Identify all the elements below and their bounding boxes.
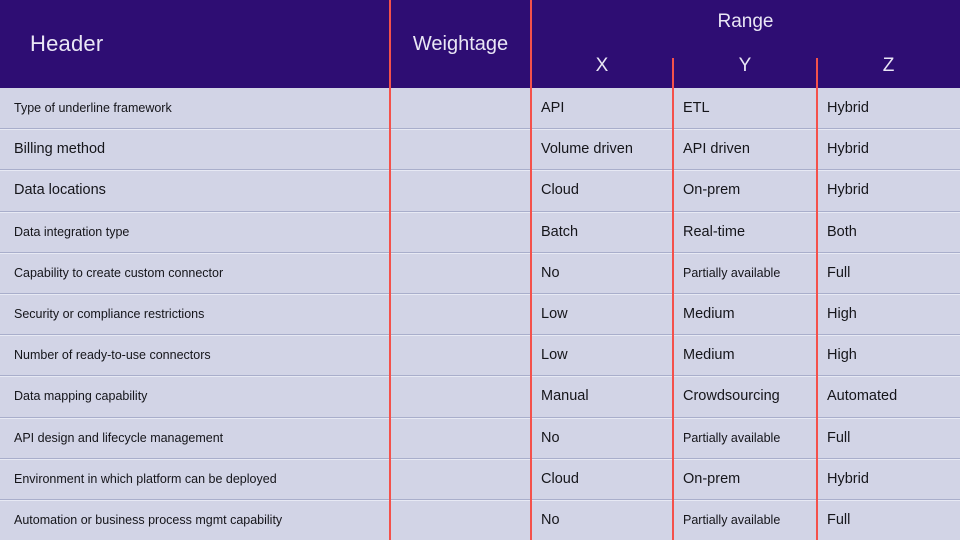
- weightage-cell: [390, 294, 531, 334]
- range-y-cell: Partially available: [683, 430, 781, 445]
- weightage-cell: [390, 418, 531, 458]
- range-z-cell: Hybrid: [827, 182, 869, 199]
- range-z-cell: Full: [827, 429, 851, 446]
- table-row: Billing method Volume driven API driven …: [0, 128, 960, 169]
- range-z-cell: High: [827, 347, 857, 364]
- range-y-cell: Medium: [683, 306, 735, 323]
- range-z-cell: High: [827, 306, 857, 323]
- weightage-col-label: Weightage: [412, 32, 509, 55]
- table-row: Data locations Cloud On-prem Hybrid: [0, 169, 960, 210]
- range-x-cell: Cloud: [541, 470, 579, 487]
- subcol-x-label: X: [595, 55, 609, 76]
- table-body: Type of underline framework API ETL Hybr…: [0, 88, 960, 540]
- range-y-cell: On-prem: [683, 470, 741, 487]
- table-header-row: Header Weightage Range X Y Z: [0, 0, 960, 88]
- weightage-cell: [390, 459, 531, 499]
- range-group-title: Range: [717, 11, 774, 32]
- range-subheader-row: X Y Z: [531, 44, 960, 88]
- range-y-cell: Partially available: [683, 512, 781, 527]
- weightage-cell: [390, 500, 531, 540]
- table-row: Number of ready-to-use connectors Low Me…: [0, 334, 960, 375]
- table-row: Capability to create custom connector No…: [0, 251, 960, 293]
- range-y-cell: On-prem: [683, 182, 741, 199]
- header-col-title: Header: [0, 0, 390, 88]
- criterion-label-cell: Type of underline framework: [14, 101, 172, 116]
- range-col-group: Range X Y Z: [531, 0, 960, 88]
- table-row: Environment in which platform can be dep…: [0, 457, 960, 499]
- range-x-cell: No: [541, 264, 560, 281]
- weightage-cell: [390, 212, 531, 252]
- column-divider-weightage: [389, 0, 391, 540]
- range-z-cell: Full: [827, 264, 851, 281]
- subcol-y-label: Y: [738, 55, 752, 76]
- criterion-label-cell: API design and lifecycle management: [14, 430, 224, 445]
- criterion-label-cell: Data mapping capability: [14, 389, 148, 404]
- range-y-cell: ETL: [683, 100, 710, 117]
- range-x-cell: Cloud: [541, 182, 579, 199]
- header-col-label: Header: [30, 31, 104, 56]
- range-z-cell: Hybrid: [827, 470, 869, 487]
- criterion-label-cell: Data integration type: [14, 224, 130, 239]
- criterion-label-cell: Billing method: [14, 141, 106, 158]
- weightage-cell: [390, 335, 531, 375]
- weightage-cell: [390, 376, 531, 416]
- weightage-cell: [390, 129, 531, 169]
- weightage-cell: [390, 253, 531, 293]
- range-z-cell: Full: [827, 511, 851, 528]
- criterion-label-cell: Capability to create custom connector: [14, 265, 224, 280]
- range-x-cell: No: [541, 429, 560, 446]
- range-x-cell: API: [541, 100, 565, 117]
- criterion-label-cell: Automation or business process mgmt capa…: [14, 512, 283, 527]
- table-row: Security or compliance restrictions Low …: [0, 292, 960, 334]
- range-z-cell: Hybrid: [827, 100, 869, 117]
- range-z-cell: Automated: [827, 388, 898, 405]
- range-z-cell: Both: [827, 223, 857, 240]
- table-row: Data integration type Batch Real-time Bo…: [0, 210, 960, 252]
- table-row: Type of underline framework API ETL Hybr…: [0, 88, 960, 128]
- criterion-label-cell: Security or compliance restrictions: [14, 307, 205, 322]
- table-row: Automation or business process mgmt capa…: [0, 498, 960, 540]
- range-y-cell: Partially available: [683, 265, 781, 280]
- range-x-cell: No: [541, 511, 560, 528]
- column-divider-y: [672, 58, 674, 540]
- range-y-cell: API driven: [683, 141, 750, 158]
- column-divider-x: [530, 0, 532, 540]
- range-x-cell: Low: [541, 306, 568, 323]
- criterion-label-cell: Data locations: [14, 182, 106, 199]
- criterion-label-cell: Number of ready-to-use connectors: [14, 348, 211, 363]
- range-y-cell: Real-time: [683, 223, 746, 240]
- weightage-col-title: Weightage: [390, 0, 531, 88]
- range-z-cell: Hybrid: [827, 141, 869, 158]
- range-x-cell: Batch: [541, 223, 579, 240]
- table-row: Data mapping capability Manual Crowdsour…: [0, 375, 960, 416]
- range-x-cell: Low: [541, 347, 568, 364]
- column-divider-z: [816, 58, 818, 540]
- weightage-cell: [390, 170, 531, 210]
- range-x-cell: Manual: [541, 388, 589, 405]
- criterion-label-cell: Environment in which platform can be dep…: [14, 471, 277, 486]
- range-y-cell: Medium: [683, 347, 735, 364]
- range-x-cell: Volume driven: [541, 141, 633, 158]
- weightage-cell: [390, 88, 531, 128]
- table-row: API design and lifecycle management No P…: [0, 416, 960, 458]
- range-y-cell: Crowdsourcing: [683, 388, 780, 405]
- subcol-z-label: Z: [882, 55, 895, 76]
